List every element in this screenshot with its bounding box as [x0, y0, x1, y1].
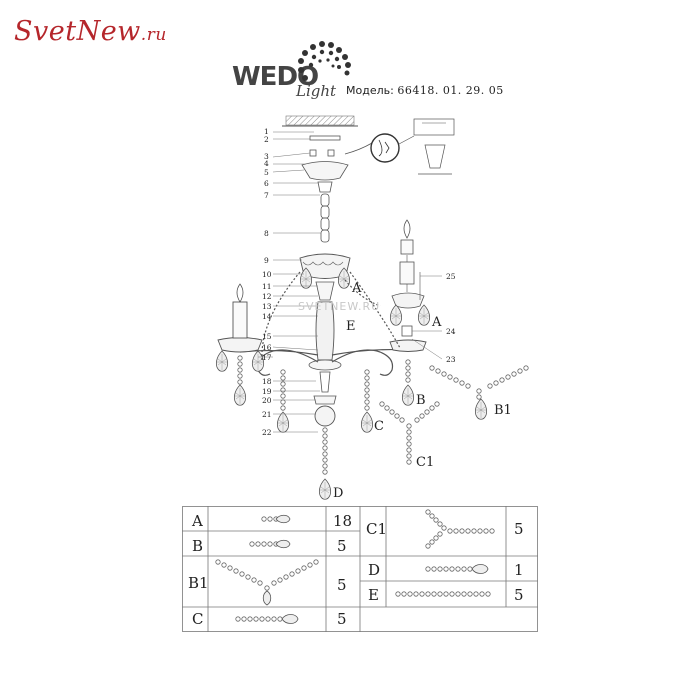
- part-number: 24: [446, 327, 456, 336]
- brand-sub: Light: [296, 82, 337, 100]
- parts-table: [182, 506, 538, 632]
- label-a: A: [351, 281, 362, 296]
- part-number: 20: [262, 396, 272, 405]
- label-e: E: [346, 319, 356, 334]
- label-c1: C1: [416, 455, 434, 470]
- table-qty: 5: [337, 610, 347, 628]
- part-number: 16: [262, 343, 272, 352]
- part-number: 14: [262, 312, 272, 321]
- part-number: 2: [264, 135, 269, 144]
- bead-chain-e-icon: [395, 591, 491, 597]
- part-number: 9: [264, 256, 269, 265]
- part-number: 12: [262, 292, 272, 301]
- site-logo-tld: .ru: [140, 25, 167, 45]
- assembly-diagram: 1 2 3 4 5 6 7 8 9 10 11 12 13 14 15 16 1…: [215, 115, 529, 500]
- model-label: Модель:: [346, 84, 394, 97]
- crystal-y-chain-c1-icon: [425, 509, 495, 549]
- site-logo: SvetNew.ru: [14, 16, 167, 47]
- table-qty: 5: [337, 576, 347, 594]
- label-c: C: [374, 419, 384, 434]
- part-number: 1: [264, 127, 269, 136]
- crystal-chain-d-icon: [425, 564, 489, 574]
- table-code: B1: [188, 574, 209, 592]
- label-a-detail: A: [431, 315, 442, 330]
- part-number: 15: [262, 332, 272, 341]
- part-number: 18: [262, 377, 272, 386]
- table-code: D: [368, 561, 381, 579]
- table-qty: 5: [514, 586, 524, 604]
- table-qty: 5: [514, 520, 524, 538]
- part-number: 22: [262, 428, 272, 437]
- table-qty: 5: [337, 537, 347, 555]
- part-number: 13: [262, 302, 272, 311]
- part-number: 11: [262, 282, 272, 291]
- part-number: 19: [262, 387, 272, 396]
- part-number: 17: [262, 353, 272, 362]
- table-code: C: [192, 610, 204, 628]
- table-qty: 18: [333, 512, 353, 530]
- crystal-drop-a-icon: [261, 514, 291, 524]
- table-code: B: [192, 537, 204, 555]
- crystal-garland-b1-icon: [215, 559, 319, 606]
- table-code: A: [192, 512, 203, 530]
- part-number: 6: [264, 179, 269, 188]
- part-number: 25: [446, 272, 456, 281]
- table-qty: 1: [514, 561, 524, 579]
- part-number: 21: [262, 410, 272, 419]
- watermark: SVETNEW.RU: [298, 300, 381, 313]
- part-number: 4: [264, 159, 269, 168]
- table-code: E: [368, 586, 379, 604]
- crystal-chain-c-icon: [235, 614, 299, 624]
- part-number: 8: [264, 229, 269, 238]
- model-line: Модель: 66418. 01. 29. 05: [346, 84, 504, 97]
- part-number: 7: [264, 191, 269, 200]
- part-number: 10: [262, 270, 272, 279]
- brand-emblem-icon: [298, 41, 351, 81]
- crystal-chain-b-icon: [249, 539, 291, 549]
- label-b: B: [416, 393, 426, 408]
- part-number: 5: [264, 168, 269, 177]
- part-number: 23: [446, 355, 456, 364]
- label-d: D: [333, 486, 343, 500]
- label-b1: B1: [494, 403, 512, 418]
- model-number: 66418. 01. 29. 05: [397, 84, 504, 97]
- part-number: 3: [264, 152, 269, 161]
- site-logo-main: SvetNew: [14, 16, 141, 47]
- table-code: C1: [366, 520, 388, 538]
